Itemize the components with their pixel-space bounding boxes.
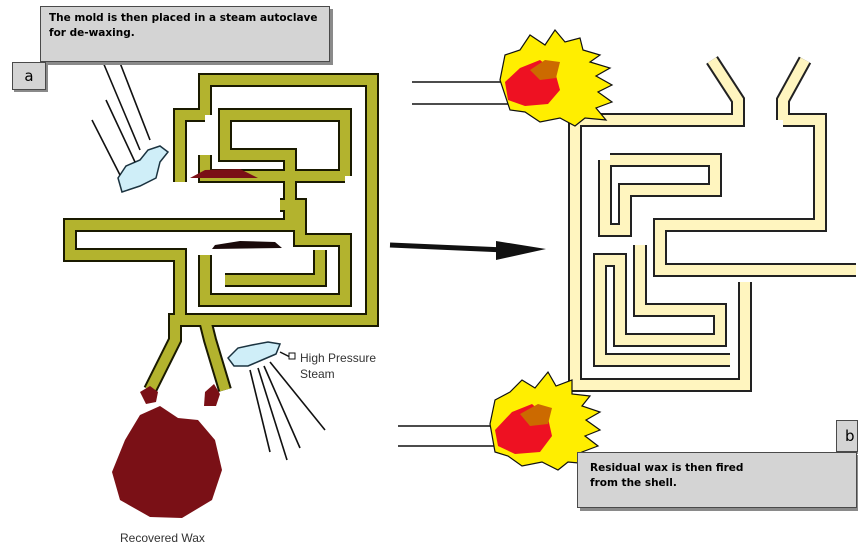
- wax-drip-right: [204, 384, 220, 406]
- flame-bottom: [489, 370, 602, 471]
- flame-top: [499, 28, 614, 127]
- steam-label-line1: High Pressure: [300, 351, 377, 365]
- panel-label-b-text: b: [845, 427, 855, 445]
- wax-residue-lower: [212, 241, 282, 249]
- steam-pointer-box: [288, 352, 296, 360]
- recovered-wax-blob: [112, 406, 222, 518]
- wax-drip-left: [140, 386, 158, 404]
- process-arrow: [389, 241, 546, 260]
- caption-panel-a: The mold is then placed in a steam autoc…: [40, 6, 330, 62]
- wax-residue-upper: [190, 169, 258, 178]
- steam-puff-left: [117, 145, 170, 193]
- caption-a-text: The mold is then placed in a steam autoc…: [49, 12, 318, 39]
- mold-b: [568, 56, 856, 392]
- steam-label-line2: Steam: [300, 367, 335, 381]
- burner-bottom-pipe: [398, 425, 500, 447]
- caption-b-line2: from the shell.: [590, 477, 677, 489]
- steam-pointer: [279, 351, 291, 358]
- recovered-wax-label: Recovered Wax: [120, 530, 240, 546]
- caption-b-line1: Residual wax is then fired: [590, 462, 744, 474]
- burner-top-pipe: [412, 81, 510, 105]
- panel-label-a-text: a: [24, 67, 34, 85]
- recovered-wax-text: Recovered Wax: [120, 531, 205, 545]
- panel-label-b: b: [836, 420, 858, 452]
- steam-label: High Pressure Steam: [300, 350, 420, 382]
- mold-a: [63, 73, 379, 394]
- steam-lines-bottom: [249, 361, 326, 461]
- panel-label-a: a: [12, 62, 46, 90]
- steam-puff-right: [227, 341, 282, 367]
- steam-lines-top: [91, 49, 151, 176]
- caption-panel-b: Residual wax is then fired from the shel…: [577, 452, 857, 508]
